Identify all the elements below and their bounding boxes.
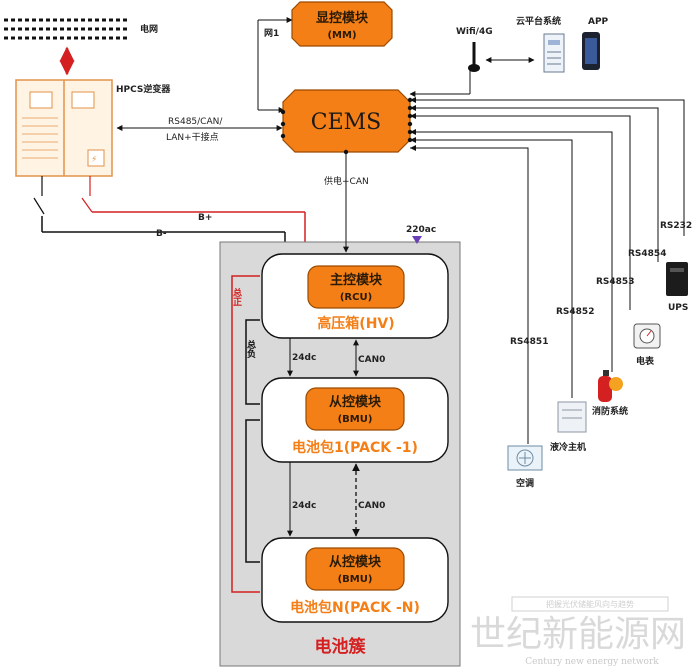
peripheral-arrowheads xyxy=(410,97,416,151)
ac220-input: 220ac xyxy=(406,225,436,244)
pack1-label: 电池包1(PACK -1) xyxy=(292,439,418,456)
peripheral-links xyxy=(410,99,685,444)
pack1-module-sub: (BMU) xyxy=(338,414,373,425)
wifi-link: Wifi/4G xyxy=(409,27,535,97)
battery-pack-1: 从控模块 (BMU) 电池包1(PACK -1) xyxy=(261,377,449,463)
rs485-can-label: RS485/CAN/ xyxy=(168,117,223,127)
dc-wiring: B+ B- xyxy=(33,176,306,255)
fire-system-label: 消防系统 xyxy=(592,405,628,417)
watermark-box-text: 把握光伏储能风向与趋势 xyxy=(546,599,634,609)
ups-icon xyxy=(666,262,688,296)
pack1-packn-links: 24dc CAN0 xyxy=(287,462,385,537)
rs4854-label: RS4854 xyxy=(628,249,666,259)
lan-dry-contact-label: LAN+干接点 xyxy=(166,131,219,143)
rs4852-label: RS4852 xyxy=(556,307,594,317)
packn-module-title: 从控模块 xyxy=(329,554,382,570)
inverter-cems-link: RS485/CAN/ LAN+干接点 xyxy=(116,117,283,143)
hv-box: 主控模块 (RCU) 高压箱(HV) xyxy=(261,253,449,339)
watermark-title: 世纪新能源网 xyxy=(470,614,686,655)
rcu-module-sub: (RCU) xyxy=(340,292,372,303)
hv-box-label: 高压箱(HV) xyxy=(317,315,394,332)
ups-label: UPS xyxy=(668,303,688,313)
app-label: APP xyxy=(588,17,609,27)
svg-text:⚡: ⚡ xyxy=(91,155,97,165)
total-positive-bus: 总正 xyxy=(231,275,260,593)
hpcs-inverter: ⚡ HPCS逆变器 xyxy=(15,79,171,177)
rcu-module-title: 主控模块 xyxy=(330,272,383,288)
mm-cems-link: 网1 xyxy=(257,17,293,113)
cems-hv-link: 供电+CAN xyxy=(324,154,369,253)
meter-label: 电表 xyxy=(636,355,655,367)
display-module-title: 显控模块 xyxy=(316,10,369,26)
pack1-module-title: 从控模块 xyxy=(329,394,382,410)
meter-icon xyxy=(633,323,661,349)
b-minus-label: B- xyxy=(156,229,167,239)
battery-pack-n: 从控模块 (BMU) 电池包N(PACK -N) xyxy=(261,537,449,623)
can0-2-label: CAN0 xyxy=(358,501,385,511)
display-module-sub: (MM) xyxy=(327,30,356,41)
rs232-label: RS232 xyxy=(660,221,692,231)
air-conditioner-icon xyxy=(507,445,543,471)
watermark: 把握光伏储能风向与趋势 世纪新能源网 Century new energy ne… xyxy=(470,596,686,667)
power-grid: 电网 xyxy=(4,18,158,40)
rs4853-label: RS4853 xyxy=(596,277,634,287)
total-positive-label: 总正 xyxy=(231,287,242,306)
display-module: 显控模块 (MM) xyxy=(291,1,393,47)
ac220-label: 220ac xyxy=(406,225,436,235)
packn-module-sub: (BMU) xyxy=(338,574,373,585)
fire-extinguisher-icon xyxy=(598,370,623,402)
total-negative-label: 总负 xyxy=(245,339,256,359)
chiller-icon xyxy=(557,401,587,433)
cems-controller: CEMS xyxy=(280,89,413,155)
total-negative-bus: 总负 xyxy=(245,319,260,563)
hv-pack1-links: 24dc CAN0 xyxy=(287,338,385,377)
wifi-label: Wifi/4G xyxy=(456,27,493,37)
net1-label: 网1 xyxy=(264,28,279,39)
cloud-platform-label: 云平台系统 xyxy=(516,15,561,27)
inverter-label: HPCS逆变器 xyxy=(116,83,171,95)
wifi-antenna-icon xyxy=(468,42,480,72)
rs4851-label: RS4851 xyxy=(510,337,548,347)
dc24-1-label: 24dc xyxy=(292,353,316,363)
b-plus-label: B+ xyxy=(198,213,212,223)
can0-1-label: CAN0 xyxy=(358,355,385,365)
power-can-label: 供电+CAN xyxy=(324,175,369,187)
cloud-server-icon xyxy=(543,33,565,73)
app-phone-icon xyxy=(582,32,600,70)
cems-title: CEMS xyxy=(311,110,382,135)
watermark-subtitle: Century new energy network xyxy=(525,657,659,667)
chiller-label: 液冷主机 xyxy=(550,441,586,453)
grid-label: 电网 xyxy=(140,23,158,35)
aircon-label: 空调 xyxy=(516,477,534,489)
packn-label: 电池包N(PACK -N) xyxy=(290,599,420,616)
battery-cluster-label: 电池簇 xyxy=(315,636,367,657)
dc24-2-label: 24dc xyxy=(292,501,316,511)
